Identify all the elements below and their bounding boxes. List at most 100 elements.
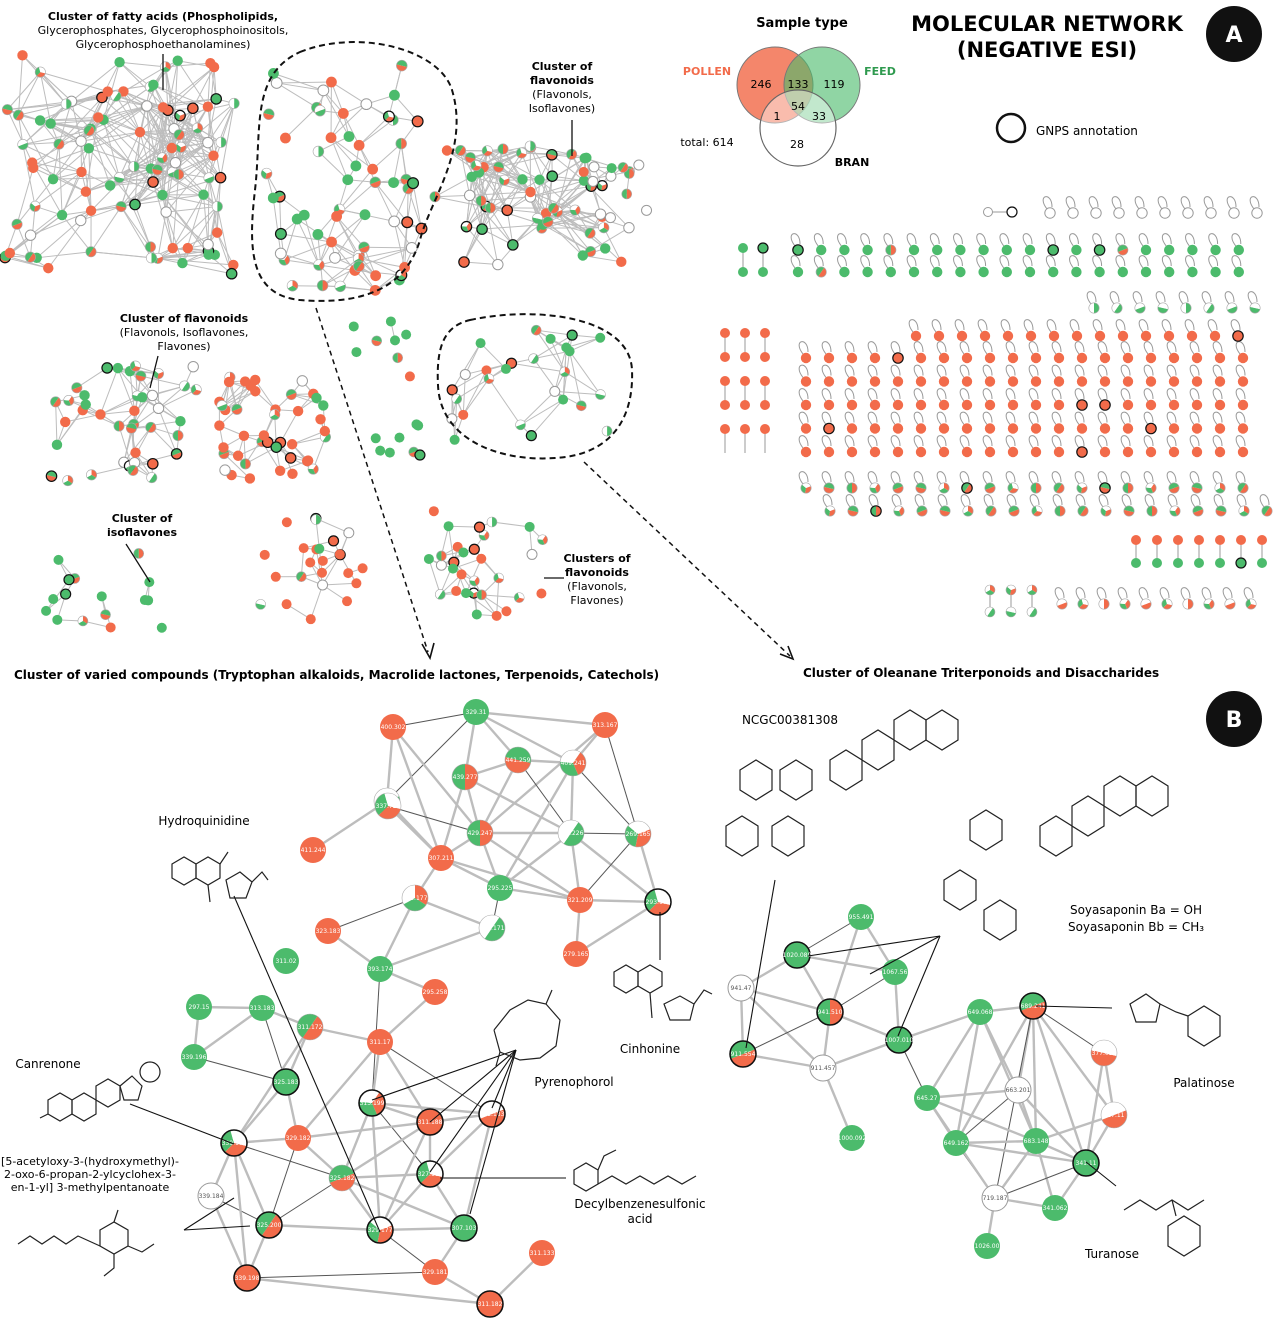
singleton-node (839, 244, 850, 256)
network-node (423, 553, 434, 564)
network-node (274, 465, 286, 477)
singleton-node (862, 266, 873, 278)
network-node (540, 208, 552, 219)
singleton-node (1191, 446, 1203, 458)
compound-node: 323.183 (315, 918, 341, 944)
structure-ester (17, 1209, 155, 1277)
label-soyasaponin-ba: Soyasaponin Ba = OH (1070, 903, 1202, 917)
network-node (50, 396, 62, 408)
network-node (41, 605, 52, 616)
node-label: 325.200 (257, 1222, 282, 1229)
arrow-to-varied (315, 307, 429, 653)
node-label: 327.167 (418, 1171, 443, 1178)
label-soyasaponin-bb: Soyasaponin Bb = CH₃ (1068, 920, 1204, 934)
node-label: 411.244 (301, 847, 326, 854)
network-node (577, 250, 589, 261)
network-node (1, 104, 13, 116)
svg-text:Cluster of flavonoids: Cluster of flavonoids (120, 312, 249, 325)
network-node (60, 588, 72, 600)
network-node (104, 180, 116, 191)
network-node (62, 475, 74, 487)
singleton-node (892, 399, 904, 411)
network-node (307, 463, 319, 475)
compound-node: 1026.00 (974, 1233, 1000, 1259)
network-node (401, 216, 414, 229)
network-node (359, 209, 371, 221)
singleton-node (839, 266, 850, 278)
network-node (214, 171, 227, 184)
singleton-node (961, 446, 973, 458)
node-label: 351.226 (559, 830, 584, 837)
network-node (239, 376, 251, 387)
network-node (594, 208, 607, 220)
singleton-node (1203, 302, 1215, 314)
compound-pointers (129, 879, 1117, 1233)
compound-node: 269.165 (624, 820, 652, 848)
singleton-node (1182, 207, 1194, 219)
singleton-node (1001, 266, 1012, 278)
node-label: 663.201 (1006, 1087, 1031, 1094)
network-node (596, 180, 608, 192)
singleton-node (1224, 598, 1236, 610)
arrowhead-varied (421, 642, 435, 661)
network-node (179, 380, 191, 392)
node-label: 309.171 (480, 925, 505, 932)
singleton-node (1117, 330, 1129, 342)
singleton-node (1233, 244, 1245, 256)
singleton-node (1228, 207, 1240, 219)
panel-a-networks (0, 50, 653, 633)
network-node (390, 335, 401, 346)
pair-node (740, 376, 750, 386)
singleton-node (1094, 266, 1105, 278)
network-node (507, 239, 519, 251)
node-label: 325.182 (330, 1175, 355, 1182)
network-node (606, 163, 617, 174)
pair-node (984, 584, 996, 596)
node-label: 321.209 (568, 897, 593, 904)
singleton-node (1030, 423, 1042, 434)
network-node (466, 171, 477, 183)
singleton-node (1168, 423, 1180, 434)
singleton-node (846, 446, 858, 458)
singleton-node (938, 482, 950, 494)
network-node (343, 527, 355, 539)
label-flav-top: Cluster of flavonoids (Flavonols, Isofla… (529, 60, 595, 115)
pair-node (760, 328, 770, 338)
pair-node (1194, 535, 1204, 545)
network-node (210, 93, 223, 105)
node-label: 311.172 (298, 1024, 323, 1031)
singleton-node (1140, 266, 1152, 278)
pair-node (1235, 557, 1247, 569)
compound-node: 339.184 (197, 1182, 225, 1210)
singleton-node (1168, 399, 1180, 411)
network-node (447, 563, 458, 574)
network-node (298, 543, 309, 554)
network-node (130, 447, 141, 458)
pointer-flav-mid (149, 355, 159, 389)
singleton-node (892, 446, 904, 458)
compound-node: 313.167 (592, 712, 618, 738)
pair-node (1005, 606, 1017, 618)
singleton-node (1099, 446, 1111, 458)
singleton-node (846, 399, 858, 411)
singleton-node (885, 244, 897, 256)
singleton-node (1099, 423, 1111, 434)
label-isoflavones: Cluster of isoflavones (107, 512, 177, 539)
node-label: 1007.010 (885, 1037, 914, 1044)
singleton-node (1164, 244, 1175, 256)
network-node (83, 143, 95, 154)
singleton-node (815, 266, 827, 278)
singleton-node (823, 482, 835, 494)
singleton-node (792, 266, 804, 278)
network-node (182, 242, 193, 254)
singleton-node (1140, 244, 1152, 256)
compound-node: 429.247 (466, 819, 494, 847)
node-label: 311.188 (418, 1119, 443, 1126)
network-node (455, 145, 467, 157)
network-node (578, 175, 590, 186)
singleton-node (1111, 302, 1123, 314)
singleton-node (892, 352, 904, 364)
singleton-node (869, 482, 881, 494)
singleton-node (915, 482, 927, 494)
pair-node (760, 352, 770, 362)
